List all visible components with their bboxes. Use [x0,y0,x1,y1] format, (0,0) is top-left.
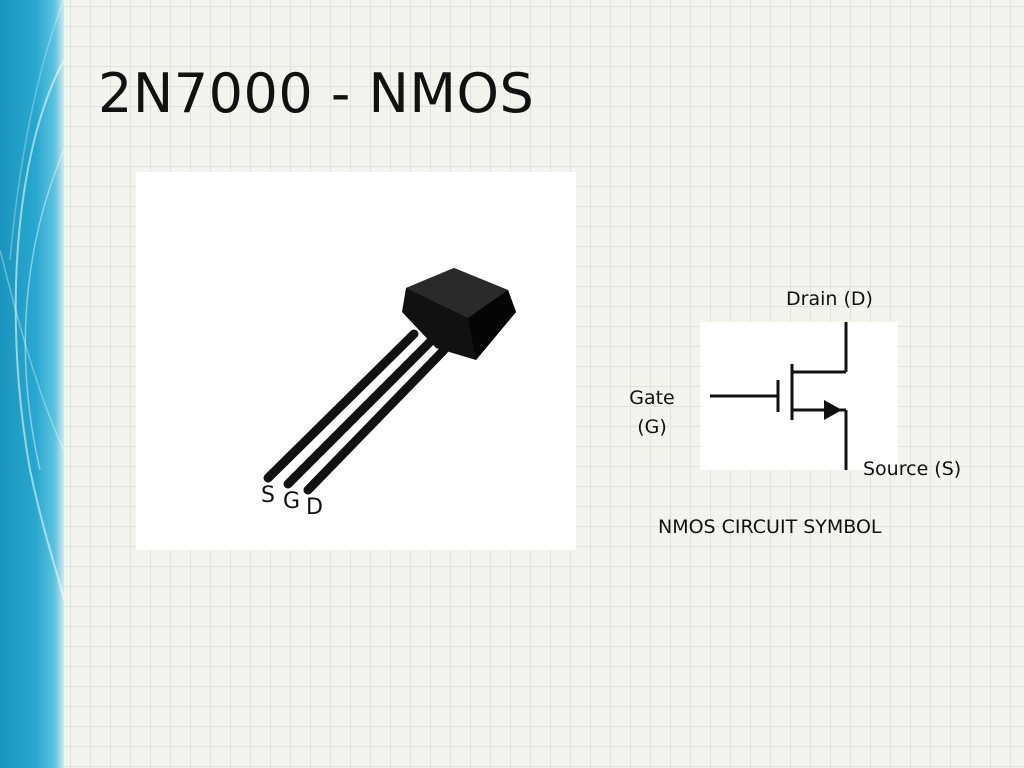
decorative-side-band [0,0,64,768]
side-band-swooshes [0,0,64,601]
slide-title: 2N7000 - NMOS [98,62,535,125]
nmos-symbol [700,322,898,470]
drain-label: Drain (D) [786,288,873,310]
symbol-caption: NMOS CIRCUIT SYMBOL [658,516,882,538]
transistor-photo: S G D [136,172,576,550]
gate-label: Gate (G) [622,384,682,442]
pin-label-s: S [261,483,275,508]
pin-label-d: D [306,495,323,520]
source-label: Source (S) [863,458,962,480]
pin-label-g: G [283,489,300,514]
nmos-symbol-drawing [710,322,848,470]
to92-package-illustration: S G D [261,268,516,520]
gate-label-line2: (G) [637,416,667,438]
gate-label-line1: Gate [629,387,675,409]
